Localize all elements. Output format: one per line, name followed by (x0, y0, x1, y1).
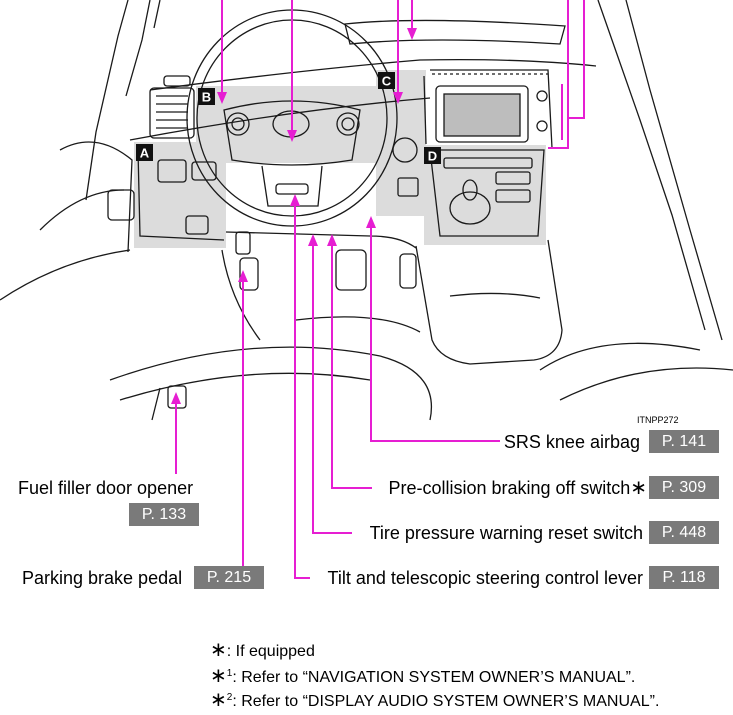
arrow-top-wheel (287, 130, 297, 142)
leader-pre-collision (331, 246, 372, 489)
callout-knee-airbag-label: SRS knee airbag (503, 432, 640, 452)
arrow-top-c2 (407, 28, 417, 40)
callout-tilt-telescopic-page: P. 118 (649, 566, 719, 589)
callout-knee-airbag-page: P. 141 (649, 430, 719, 453)
tag-b-text: B (202, 90, 211, 105)
footnote-mark: ∗ (210, 639, 227, 661)
callout-parking-brake-page: P. 215 (194, 566, 264, 589)
callout-tilt-telescopic-label: Tilt and telescopic steering control lev… (327, 568, 643, 588)
footnote-if-equipped: ∗: If equipped (210, 640, 315, 662)
footnote-text: : Refer to “NAVIGATION SYSTEM OWNER’S MA… (232, 669, 636, 686)
footnote-sup: 1 (226, 668, 233, 679)
leader-tire-pressure (312, 246, 352, 534)
arrow-knee-airbag (366, 216, 376, 228)
tag-a (136, 144, 153, 161)
footnote-text: : If equipped (226, 643, 315, 660)
footnote-text: : Refer to “DISPLAY AUDIO SYSTEM OWNER’S… (232, 693, 660, 710)
leader-tilt-telescopic (294, 206, 310, 579)
callout-pre-collision-page: P. 309 (649, 476, 719, 499)
callout-fuel-filler-label: Fuel filler door opener (18, 478, 194, 498)
section-tags: A B C D (136, 72, 441, 164)
callout-fuel-filler-page: P. 133 (129, 503, 199, 526)
arrow-fuel-filler (171, 392, 181, 404)
tag-d-text: D (428, 149, 437, 164)
tag-c (378, 72, 395, 89)
tag-d (424, 147, 441, 164)
tag-b (198, 88, 215, 105)
footnote-mark: ∗ (210, 665, 227, 687)
leader-top-right1 (548, 0, 569, 149)
footnote-sup: 2 (226, 692, 233, 703)
leader-top-right2 (568, 0, 585, 119)
footnote-display-audio: ∗2: Refer to “DISPLAY AUDIO SYSTEM OWNER… (210, 688, 659, 712)
arrow-top-c1 (393, 92, 403, 104)
arrow-top-b (217, 92, 227, 104)
pre-collision-text: Pre-collision braking off switch (388, 478, 631, 498)
leader-lines (171, 0, 585, 579)
tag-c-text: C (382, 74, 392, 89)
footnote-navigation: ∗1: Refer to “NAVIGATION SYSTEM OWNER’S … (210, 664, 635, 688)
pre-collision-mark: ∗ (630, 477, 647, 499)
figure-code: ITNPP272 (637, 415, 679, 425)
dashboard-line-art (0, 0, 733, 421)
arrow-tilt-telescopic (290, 194, 300, 206)
callout-parking-brake-label: Parking brake pedal (22, 568, 183, 588)
callout-tire-pressure-label: Tire pressure warning reset switch (369, 523, 643, 543)
leader-knee-airbag (370, 228, 500, 442)
tag-a-text: A (140, 146, 150, 161)
arrow-pre-collision (327, 234, 337, 246)
callout-tire-pressure-page: P. 448 (649, 521, 719, 544)
callout-pre-collision-label: Pre-collision braking off switch∗ (388, 477, 647, 499)
arrow-parking-brake (238, 270, 248, 282)
inset-d (424, 145, 546, 245)
arrow-tire-pressure (308, 234, 318, 246)
footnote-mark: ∗ (210, 689, 227, 711)
